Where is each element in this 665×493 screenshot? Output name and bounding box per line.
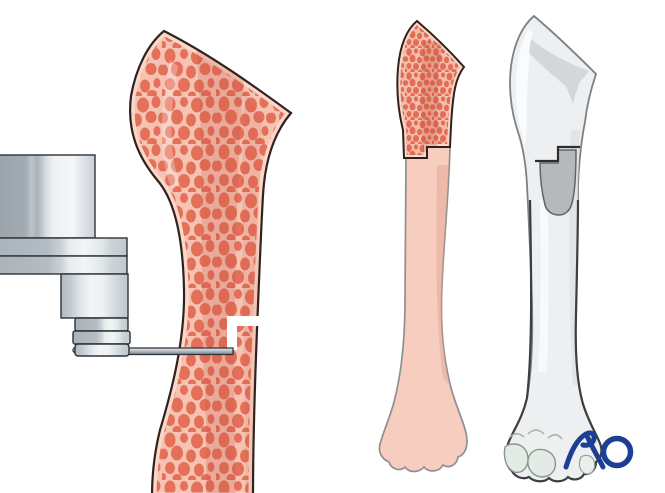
cartilage-patch-center [527, 448, 557, 478]
allograft-bone [503, 15, 603, 483]
graft-cut-face [529, 39, 589, 104]
highlight-proximal [515, 30, 533, 146]
highlight-band [161, 60, 180, 190]
guide-cylinder [60, 273, 129, 319]
graft-stem [539, 149, 577, 216]
ao-logo [563, 430, 634, 470]
step-cut-line [535, 145, 580, 163]
proximal-bone-cross-section [128, 29, 293, 493]
shading-band [420, 40, 442, 152]
guide-body-block [0, 154, 96, 239]
cartilage-patch-right [578, 454, 596, 475]
guide-plate-upper [0, 237, 128, 257]
guide-disc-3 [74, 343, 130, 357]
cartilage [503, 429, 596, 478]
shaft-shading [436, 165, 450, 385]
cutting-guide-instrument [0, 154, 131, 357]
ao-logo-a-leg [584, 432, 606, 470]
bone-shaft [378, 146, 468, 473]
distal-outline-dark [504, 199, 603, 483]
guide-disc-2 [72, 330, 131, 345]
ao-logo-o [600, 435, 634, 469]
guide-disc-1 [74, 317, 129, 332]
highlight-shaft [538, 200, 549, 372]
step-cut-notch [227, 316, 267, 350]
bone-with-step-osteotomy [378, 20, 468, 473]
condyle-contours [508, 429, 563, 440]
shading-band [196, 50, 244, 493]
cartilage-patch-left [503, 443, 529, 474]
guide-plate-lower [0, 255, 128, 275]
